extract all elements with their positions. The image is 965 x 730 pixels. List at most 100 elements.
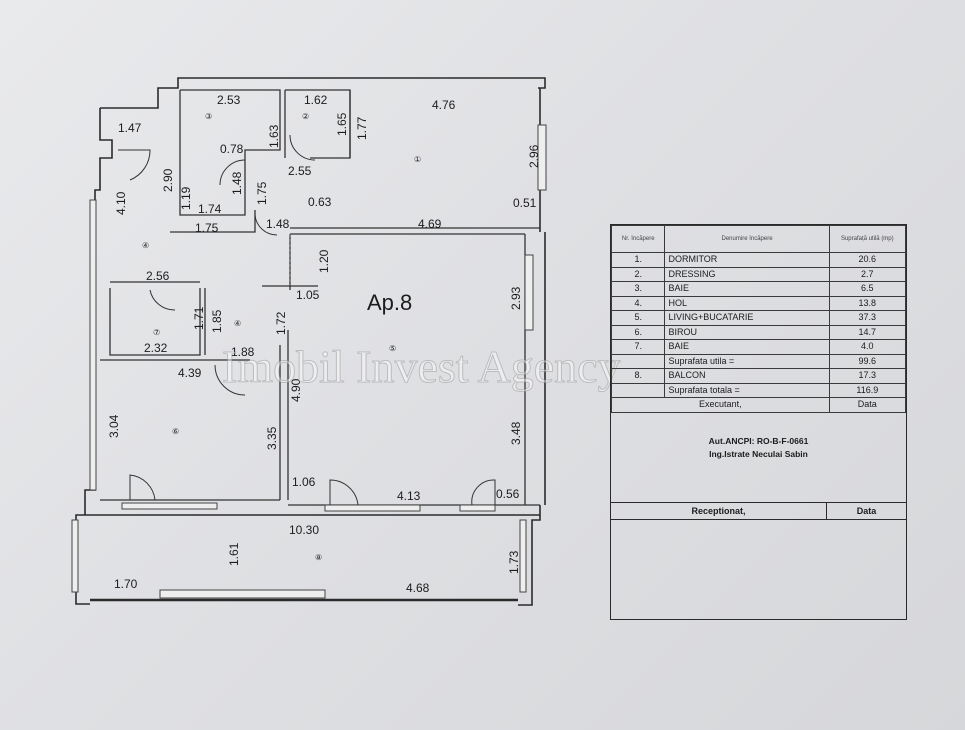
room-legend-table: Nr. încăpere Denumire încăpere Suprafață… [610, 224, 907, 620]
row-area: 37.3 [828, 310, 907, 326]
authorization-code: Aut.ANCPI: RO-B-F-0661 [708, 435, 809, 446]
door-living-balcony [324, 504, 421, 512]
dim-label: 1.71 [192, 306, 206, 330]
header-area: Suprafață utilă (mp) [828, 225, 907, 253]
room-marker-4a: ④ [142, 241, 149, 250]
total-area-label: Suprafata totala = [664, 382, 830, 398]
row-name: BAIE [664, 339, 830, 355]
engineer-name: Ing.Istrate Neculai Sabin [709, 448, 808, 459]
row-area: 13.8 [828, 295, 907, 311]
room-marker-4b: ④ [234, 319, 241, 328]
row-nr: 7. [610, 339, 666, 355]
legend-header-row: Nr. încăpere Denumire încăpere Suprafață… [610, 225, 907, 253]
row-area: 20.6 [828, 252, 907, 268]
useful-area-row: Suprafata utila = 99.6 [610, 353, 907, 369]
dim-label: 4.10 [114, 191, 128, 215]
dim-label: 1.20 [317, 249, 331, 273]
header-nr: Nr. încăpere [610, 225, 666, 253]
door-dressing [289, 134, 316, 161]
dim-label: 2.56 [146, 269, 170, 283]
door-living-bal-2 [471, 479, 496, 506]
door-living-bal [329, 479, 359, 506]
dim-label: 1.48 [266, 217, 290, 231]
row-name: BIROU [664, 324, 830, 340]
dim-label: 1.06 [292, 475, 316, 489]
row-nr: 8. [610, 368, 666, 384]
received-row: Receptionat, Data [611, 502, 906, 520]
dimension-labels: 2.53 1.62 4.76 1.47 1.63 1.65 1.77 2.90 … [107, 93, 541, 595]
room-markers: ① ② ③ ④ ④ ⑤ ⑥ ⑦ ⑧ [142, 112, 421, 562]
row-nr: 3. [610, 281, 666, 297]
dim-label: 2.93 [509, 286, 523, 310]
table-row: 4. HOL 13.8 [610, 295, 907, 311]
received-date: Data [856, 505, 877, 516]
balcony-wall-right [518, 505, 541, 606]
dim-label: 2.96 [527, 144, 541, 168]
table-row: 2. DRESSING 2.7 [610, 266, 907, 282]
table-row: 7. BAIE 4.0 [610, 339, 907, 355]
total-area-value: 116.9 [828, 382, 907, 398]
dim-label: 1.85 [210, 309, 224, 333]
row-name: BALCON [664, 368, 830, 384]
dim-label: 3.35 [265, 426, 279, 450]
row-name: BAIE [664, 281, 830, 297]
outer-wall-top [100, 77, 546, 109]
row-nr: 4. [610, 295, 666, 311]
row-name: LIVING+BUCATARIE [664, 310, 830, 326]
window-balcony-right [519, 519, 527, 593]
table-row: 6. BIROU 14.7 [610, 324, 907, 340]
doors [118, 134, 496, 506]
dim-label: 10.30 [289, 523, 319, 537]
window-balcony-front [159, 589, 326, 599]
legend-grid: Nr. încăpere Denumire încăpere Suprafață… [610, 225, 907, 413]
row-area: 4.0 [828, 339, 907, 355]
door-bath3 [219, 159, 246, 186]
dim-label: 4.90 [289, 378, 303, 402]
useful-area-value: 99.6 [828, 353, 907, 369]
dim-label: 4.69 [418, 217, 442, 231]
interior-walls [100, 89, 540, 506]
window-balcony-left [71, 519, 79, 593]
dim-label: 1.75 [255, 181, 269, 205]
dim-label: 2.90 [161, 168, 175, 192]
dim-label: 0.78 [220, 142, 244, 156]
useful-area-label: Suprafata utila = [664, 353, 830, 369]
row-nr: 6. [610, 324, 666, 340]
executant-date: Data [828, 397, 907, 413]
row-nr: 5. [610, 310, 666, 326]
room-marker-7: ⑦ [153, 328, 160, 337]
author-block: Aut.ANCPI: RO-B-F-0661 Ing.Istrate Necul… [611, 435, 906, 461]
row-name: HOL [664, 295, 830, 311]
table-row: 5. LIVING+BUCATARIE 37.3 [610, 310, 907, 326]
dim-label: 3.04 [107, 414, 121, 438]
outer-wall-left [84, 108, 113, 515]
dim-label: 1.05 [296, 288, 320, 302]
dim-label: 1.61 [227, 542, 241, 566]
door-entrance [118, 149, 151, 181]
dim-label: 1.70 [114, 577, 138, 591]
row-area: 17.3 [828, 368, 907, 384]
dim-label: 4.68 [406, 581, 430, 595]
dim-label: 1.65 [335, 112, 349, 136]
window-living [524, 254, 534, 331]
balcony-row: 8. BALCON 17.3 [610, 368, 907, 384]
row-name: DRESSING [664, 266, 830, 282]
wall-bath3 [179, 89, 281, 216]
door-hall [254, 214, 278, 236]
header-name: Denumire încăpere [664, 225, 830, 253]
room-marker-6: ⑥ [172, 427, 179, 436]
dim-label: 1.47 [118, 121, 142, 135]
dim-label: 1.62 [304, 93, 328, 107]
row-nr: 1. [610, 252, 666, 268]
door-living-balcony-2 [459, 504, 496, 512]
dim-label: 0.63 [308, 195, 332, 209]
dim-label: 4.13 [397, 489, 421, 503]
dim-label: 1.88 [231, 345, 255, 359]
door-office-balcony [121, 502, 218, 510]
total-area-row: Suprafata totala = 116.9 [610, 382, 907, 398]
window-left [89, 199, 97, 491]
row-nr: 2. [610, 266, 666, 282]
door-office-bal [129, 474, 156, 501]
dim-label: 1.75 [195, 221, 219, 235]
room-marker-5: ⑤ [389, 344, 396, 353]
